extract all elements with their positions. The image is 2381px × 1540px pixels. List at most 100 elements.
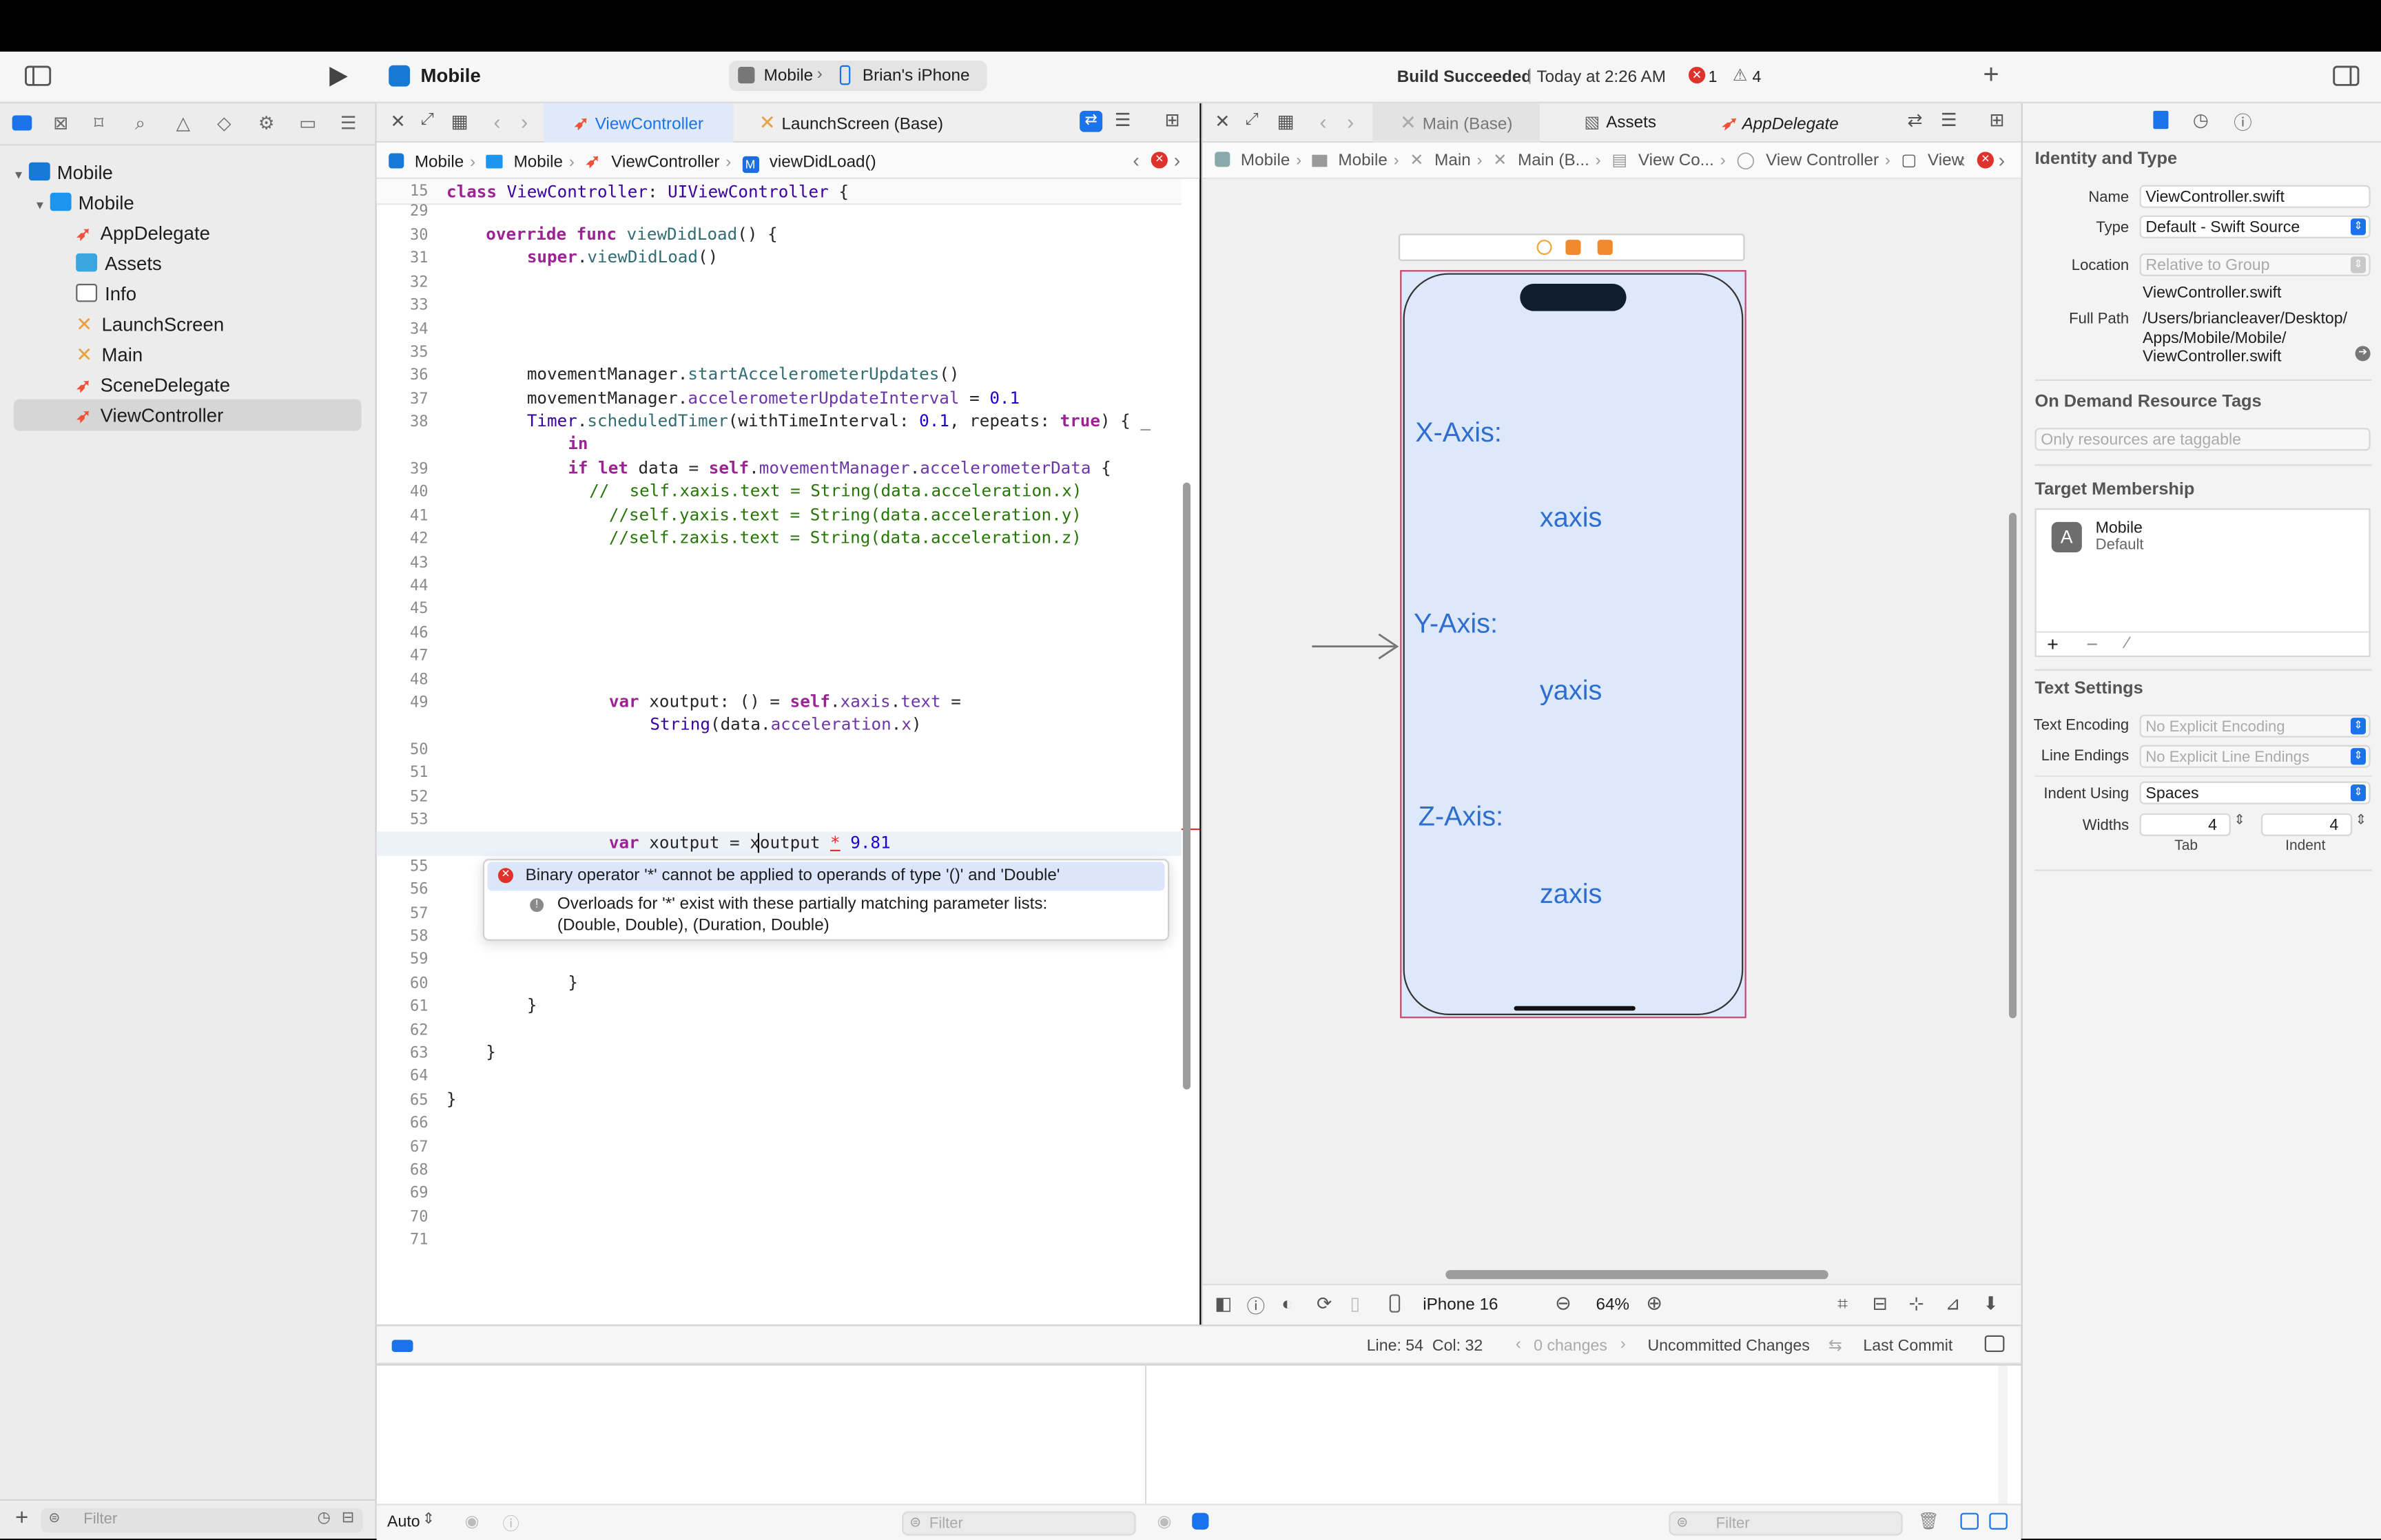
source-control-icon[interactable]: ⊠	[53, 112, 69, 134]
jump-file[interactable]: ViewController	[611, 153, 720, 171]
yaxis-value-label[interactable]: yaxis	[1539, 675, 1602, 706]
issue-badge-icon[interactable]: ✕	[1977, 152, 1994, 169]
code-line-42[interactable]: //self.zaxis.text = String(data.accelera…	[608, 528, 1082, 548]
bookmark-icon[interactable]: ⌑	[94, 112, 104, 134]
sidebar-toggle-icon[interactable]	[24, 65, 52, 87]
zoom-in-icon[interactable]: ⊕	[1646, 1291, 1663, 1314]
update-frames-icon[interactable]: ⌗	[1837, 1293, 1848, 1314]
folder-tab-icon[interactable]	[12, 115, 32, 131]
view-controller-icon[interactable]	[1536, 240, 1552, 256]
grid-icon[interactable]: ▦	[451, 110, 468, 132]
next-change-icon[interactable]: ›	[1620, 1335, 1626, 1354]
debug-area-toggle-icon[interactable]	[391, 1340, 413, 1353]
forward-icon[interactable]: ›	[521, 109, 528, 134]
close-editor-icon[interactable]: ✕	[390, 110, 406, 132]
code-line-41[interactable]: //self.yaxis.text = String(data.accelera…	[608, 505, 1082, 526]
code-line-65[interactable]: }	[446, 1089, 457, 1110]
zaxis-value-label[interactable]: zaxis	[1539, 878, 1602, 909]
canvas-horizontal-scrollbar[interactable]	[1445, 1270, 1828, 1280]
report-icon[interactable]: ☰	[340, 112, 357, 134]
grid-icon[interactable]: ▦	[1277, 110, 1295, 132]
jump-method[interactable]: viewDidLoad()	[769, 153, 876, 171]
tree-item-info[interactable]: Info	[76, 279, 136, 309]
tab-main[interactable]: ✕Main (Base)	[1372, 103, 1540, 143]
device-icon[interactable]	[1389, 1294, 1401, 1313]
code-line-54[interactable]: var xoutput = xoutput * 9.81	[608, 833, 891, 853]
next-issue-icon[interactable]: ›	[1173, 148, 1181, 171]
editor-options-icon[interactable]: ☰	[1940, 109, 1957, 131]
trash-icon[interactable]: 🗑	[1917, 1512, 1939, 1532]
code-line-37[interactable]: movementManager.accelerometerUpdateInter…	[526, 388, 1020, 408]
scm-filter-icon[interactable]: ⊟	[341, 1510, 355, 1527]
resolve-issues-icon[interactable]: ⊿	[1945, 1293, 1961, 1314]
find-icon[interactable]: ⌕	[135, 112, 146, 134]
split-editor-icon[interactable]: ⊞	[1164, 109, 1180, 131]
appearance-icon[interactable]: ◐	[1281, 1293, 1293, 1314]
issue-icon[interactable]: △	[176, 112, 191, 134]
orientation-icon[interactable]: ⟳	[1316, 1293, 1332, 1314]
canvas-vertical-scrollbar[interactable]	[2009, 512, 2017, 1019]
error-icon[interactable]: ✕	[1688, 66, 1706, 84]
tree-item-folder[interactable]: ▾Mobile	[37, 188, 134, 218]
run-button[interactable]	[328, 65, 349, 88]
issue-badge-icon[interactable]: ✕	[1151, 152, 1168, 169]
tab-assets[interactable]: ▧Assets	[1545, 103, 1696, 143]
remove-target-icon[interactable]: −	[2086, 632, 2099, 656]
info-icon[interactable]: ⓘ	[502, 1515, 519, 1534]
jump-base[interactable]: Main (B...	[1518, 152, 1589, 170]
code-line-61[interactable]: }	[526, 995, 537, 1015]
tree-item-appdelegate[interactable]: ➶AppDelegate	[76, 218, 210, 249]
code-line-36[interactable]: movementManager.startAccelerometerUpdate…	[526, 364, 960, 384]
tab-launchscreen[interactable]: ✕LaunchScreen (Base)	[741, 103, 962, 143]
tab-width-stepper-icon[interactable]: ⇕	[2234, 811, 2245, 827]
eye-icon[interactable]: ◉	[464, 1512, 480, 1532]
prev-change-icon[interactable]: ‹	[1515, 1335, 1521, 1354]
code-line-49-cont[interactable]: String(data.acceleration.x)	[650, 714, 922, 735]
jump-view-controller[interactable]: View Controller	[1766, 152, 1879, 170]
tree-item-scenedelegate[interactable]: ➶SceneDelegate	[76, 371, 230, 401]
compare-icon[interactable]: ⇆	[1828, 1337, 1843, 1355]
exit-icon[interactable]	[1597, 240, 1613, 256]
add-target-icon[interactable]: +	[2047, 632, 2059, 656]
prev-issue-icon[interactable]: ‹	[1959, 148, 1966, 171]
eye-icon[interactable]: ◉	[1157, 1512, 1172, 1532]
zoom-out-icon[interactable]: ⊖	[1554, 1291, 1572, 1314]
code-line-63[interactable]: }	[486, 1042, 496, 1063]
xaxis-value-label[interactable]: xaxis	[1539, 502, 1602, 533]
edit-target-icon[interactable]: ⁄	[2125, 634, 2129, 653]
tree-item-assets[interactable]: Assets	[76, 249, 162, 279]
y-axis-label[interactable]: Y-Axis:	[1414, 608, 1498, 639]
indent-width-field[interactable]: 4	[2260, 813, 2353, 836]
recent-icon[interactable]: ◷	[317, 1510, 331, 1527]
right-pane-toggle-icon[interactable]	[1989, 1512, 2008, 1530]
location-select[interactable]: Relative to Group⇕	[2139, 253, 2371, 276]
debug-icon[interactable]: ⚙	[258, 112, 275, 134]
inspector-toggle-icon[interactable]	[2332, 65, 2360, 87]
code-line-60[interactable]: }	[568, 972, 578, 992]
console-filter-input[interactable]: ⊜ Filter	[1669, 1511, 1903, 1536]
help-icon[interactable]: ⓘ	[2234, 112, 2252, 134]
tab-viewcontroller[interactable]: ➶ViewController	[544, 103, 734, 143]
next-issue-icon[interactable]: ›	[1998, 148, 2006, 171]
breakpoint-icon[interactable]: ▭	[299, 112, 317, 134]
encoding-select[interactable]: No Explicit Encoding⇕	[2139, 714, 2371, 738]
back-icon[interactable]: ‹	[493, 109, 501, 134]
variables-filter-input[interactable]: ⊜ Filter	[902, 1511, 1136, 1536]
disclosure-icon[interactable]: ▾	[15, 167, 23, 183]
accessibility-icon[interactable]: ⓘ	[1246, 1296, 1266, 1318]
uncommitted-changes[interactable]: Uncommitted Changes	[1647, 1337, 1810, 1355]
related-items-icon[interactable]: ⇄	[1907, 109, 1923, 131]
error-message[interactable]: Binary operator '*' cannot be applied to…	[525, 866, 1060, 885]
type-select[interactable]: Default - Swift Source⇕	[2139, 215, 2371, 238]
tree-item-project[interactable]: ▾Mobile	[15, 158, 113, 188]
related-items-icon[interactable]: ⇄	[1080, 110, 1103, 132]
x-axis-label[interactable]: X-Axis:	[1415, 417, 1502, 448]
layout-icon[interactable]: ▯	[1350, 1293, 1361, 1314]
code-line-49[interactable]: var xoutput: () = self.xaxis.text =	[608, 691, 961, 712]
warning-icon[interactable]: ⚠	[1732, 66, 1748, 85]
expand-icon[interactable]: ⤢	[420, 110, 434, 129]
history-icon[interactable]: ◷	[2192, 109, 2209, 131]
add-constraints-icon[interactable]: ⊹	[1908, 1293, 1924, 1314]
device-selector[interactable]: iPhone 16	[1423, 1296, 1498, 1314]
split-editor-icon[interactable]: ⊞	[1989, 109, 2005, 131]
